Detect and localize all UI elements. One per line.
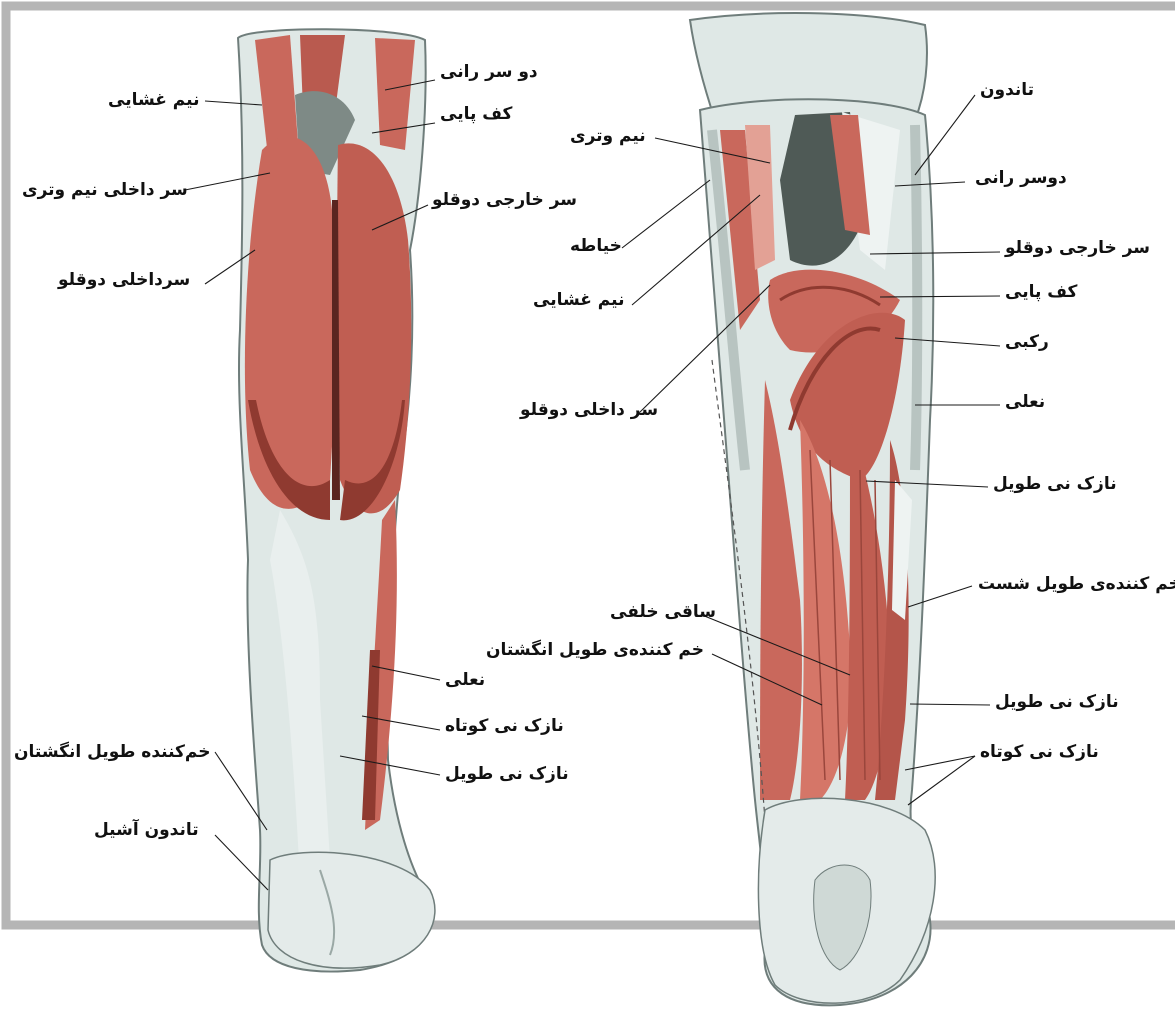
- label-left-gastrocnemius-medial: سرداخلی دوقلو: [58, 272, 190, 289]
- label-left-peroneus-longus: نازک نی طویل: [445, 766, 569, 783]
- label-right-gastrocnemius-lateral: سر خارجی دوقلو: [1005, 240, 1150, 257]
- label-right-tendon: تاندون: [980, 82, 1034, 99]
- label-right-flexor-hallucis-longus: خم کننده‌ی طویل شست: [978, 576, 1175, 593]
- label-right-soleus: نعلی: [1005, 394, 1045, 411]
- label-right-plantaris: کف پایی: [1005, 284, 1077, 301]
- label-right-peroneus-longus: نازک نی طویل: [993, 476, 1117, 493]
- label-left-semitendinosus-inner: سر داخلی نیم وتری: [22, 182, 188, 199]
- label-right-popliteus: رکبی: [1005, 334, 1049, 351]
- label-left-achilles-tendon: تاندون آشیل: [94, 822, 199, 839]
- label-left-peroneus-brevis: نازک نی کوتاه: [445, 718, 564, 735]
- label-left-gastrocnemius-lateral: سر خارجی دوقلو: [432, 192, 577, 209]
- label-right-peroneus-longus-lower: نازک نی طویل: [995, 694, 1119, 711]
- label-left-flexor-digitorum-longus: خم‌کننده طویل انگشتان: [14, 744, 211, 761]
- left-leg: [238, 29, 435, 971]
- gastrocnemius-medial-head: [245, 137, 336, 509]
- label-left-semimembranosus: نیم غشایی: [108, 92, 199, 109]
- label-right-semimembranosus: نیم غشایی: [533, 292, 624, 309]
- label-left-soleus: نعلی: [445, 672, 485, 689]
- label-left-biceps-femoris: دو سر رانی: [440, 64, 538, 81]
- label-right-sartorius: خیاطه: [570, 238, 622, 255]
- label-right-peroneus-brevis: نازک نی کوتاه: [980, 744, 1099, 761]
- label-right-semitendinosus: نیم وتری: [570, 128, 646, 145]
- label-right-biceps-femoris: دوسر رانی: [975, 170, 1067, 187]
- label-left-plantaris: کف پایی: [440, 106, 512, 123]
- label-right-tibialis-posterior: ساقی خلفی: [610, 604, 716, 621]
- right-leg: [690, 13, 935, 1005]
- label-right-flexor-digitorum-longus: خم کننده‌ی طویل انگشتان: [486, 642, 704, 659]
- label-right-gastrocnemius-medial: سر داخلی دوقلو: [520, 402, 658, 419]
